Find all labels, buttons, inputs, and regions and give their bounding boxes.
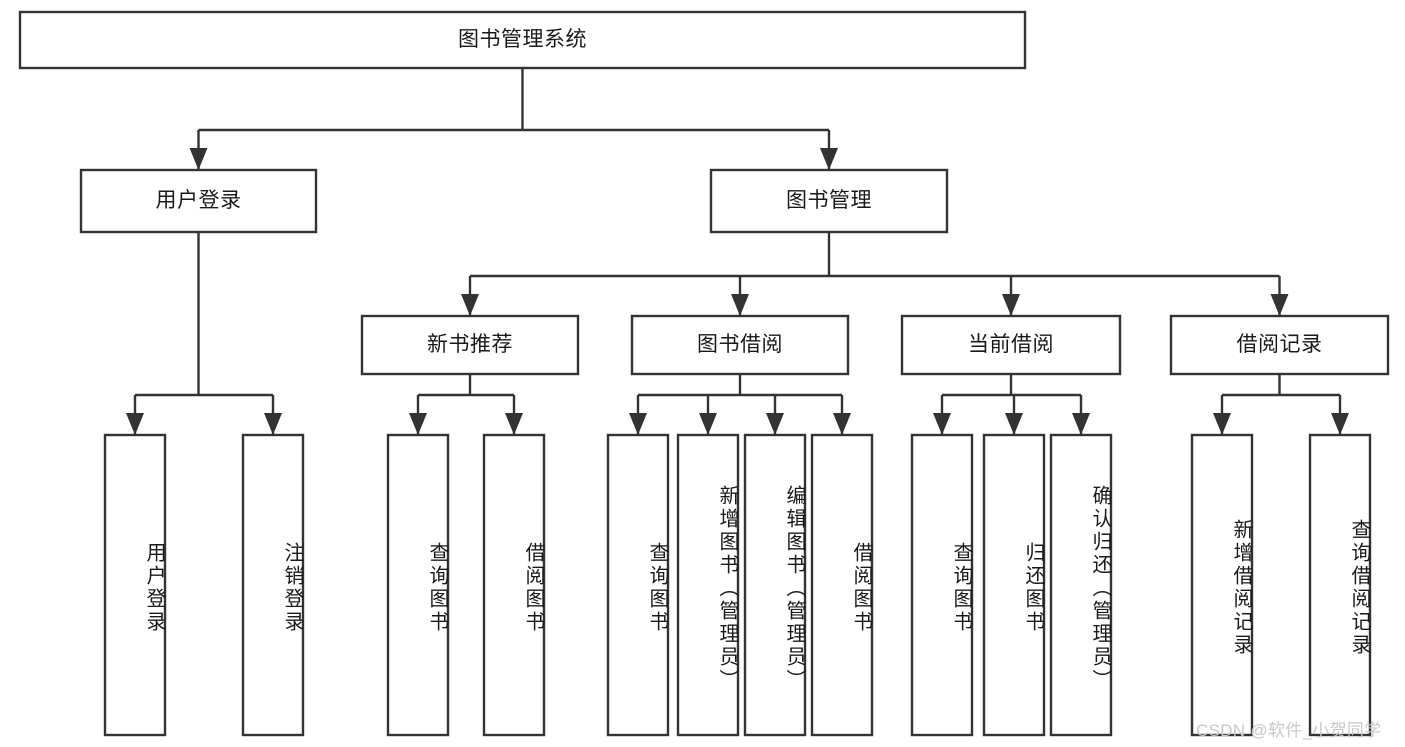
node-box-leaf-br-add[interactable] <box>1190 433 1254 737</box>
node-box-leaf-bb-borrow[interactable] <box>810 433 874 737</box>
arrow-head-book-manage-0 <box>461 294 479 316</box>
arrow-head-new-book-rec-1 <box>505 413 523 435</box>
node-box-leaf-cb-return[interactable] <box>982 433 1046 737</box>
node-box-leaf-br-query[interactable] <box>1308 433 1372 737</box>
arrow-head-user-login-0 <box>126 413 144 435</box>
node-box-borrow-record[interactable] <box>1169 314 1390 376</box>
arrow-head-book-borrow-3 <box>833 413 851 435</box>
node-box-leaf-rec-borrow[interactable] <box>482 433 546 737</box>
arrow-head-borrow-record-1 <box>1331 413 1349 435</box>
node-box-current-borrow[interactable] <box>900 314 1122 376</box>
arrow-head-book-manage-3 <box>1270 294 1289 316</box>
node-box-book-manage[interactable] <box>709 168 949 234</box>
arrow-head-book-manage-2 <box>1002 294 1020 316</box>
node-box-leaf-logout[interactable] <box>241 433 305 737</box>
node-box-leaf-bb-edit[interactable] <box>743 433 807 737</box>
node-box-leaf-cb-confirm[interactable] <box>1049 433 1113 737</box>
arrow-head-book-borrow-1 <box>699 413 717 435</box>
arrow-head-book-borrow-2 <box>766 413 784 435</box>
arrow-head-root-1 <box>820 148 838 170</box>
connector-layer <box>126 68 1349 435</box>
arrow-head-new-book-rec-0 <box>409 413 427 435</box>
arrow-head-book-borrow-0 <box>629 413 647 435</box>
node-box-user-login[interactable] <box>79 168 318 234</box>
csdn-watermark: CSDN @软件_小贺同学 <box>1196 721 1382 740</box>
arrow-head-borrow-record-0 <box>1213 413 1231 435</box>
arrow-head-user-login-1 <box>264 413 282 435</box>
arrow-head-root-0 <box>189 148 208 170</box>
node-box-book-borrow[interactable] <box>630 314 850 376</box>
node-box-leaf-bb-add[interactable] <box>676 433 740 737</box>
node-box-root[interactable] <box>18 10 1027 70</box>
node-box-layer <box>18 10 1390 737</box>
arrow-head-current-borrow-1 <box>1005 413 1023 435</box>
arrow-head-current-borrow-0 <box>933 413 951 435</box>
node-box-leaf-cb-query[interactable] <box>910 433 974 737</box>
node-box-leaf-bb-query[interactable] <box>606 433 670 737</box>
node-box-new-book-rec[interactable] <box>360 314 580 376</box>
node-box-leaf-user-login[interactable] <box>103 433 167 737</box>
node-box-leaf-rec-query[interactable] <box>386 433 450 737</box>
arrow-head-current-borrow-2 <box>1072 413 1090 435</box>
arrow-head-book-manage-1 <box>731 294 749 316</box>
